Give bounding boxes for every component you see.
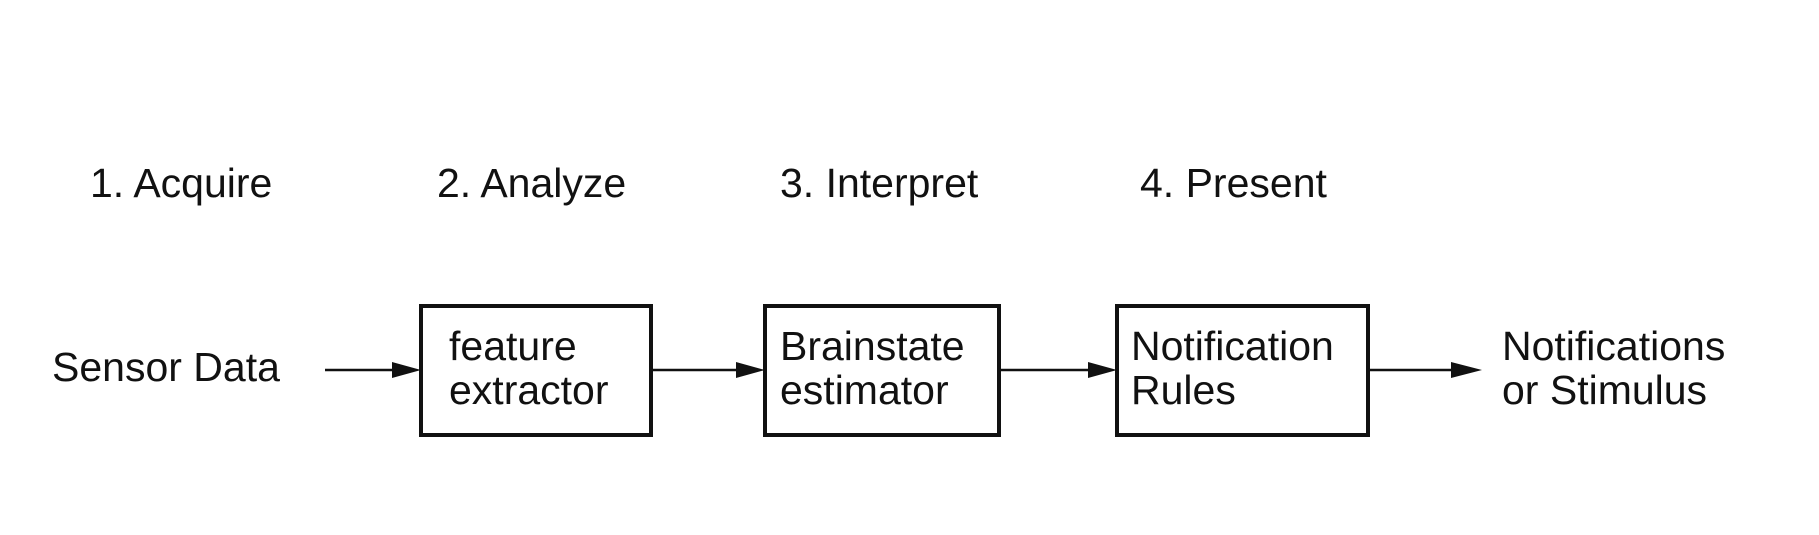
arrow-sensor-to-feature xyxy=(325,362,421,378)
stage-label-present: 4. Present xyxy=(1140,160,1327,206)
arrow-notification-to-output xyxy=(1368,362,1482,378)
notification-rules-box: Notification Rules xyxy=(1117,306,1368,435)
arrow-brainstate-to-notification xyxy=(999,362,1117,378)
stage-label-analyze: 2. Analyze xyxy=(437,160,626,206)
output-label-line-1: Notifications xyxy=(1502,323,1725,369)
feature-extractor-line-2: extractor xyxy=(449,367,609,413)
stage-label-acquire: 1. Acquire xyxy=(90,160,272,206)
feature-extractor-line-1: feature xyxy=(449,323,577,369)
arrow-feature-to-brainstate xyxy=(651,362,765,378)
brainstate-estimator-line-2: estimator xyxy=(780,367,949,413)
output-label-line-2: or Stimulus xyxy=(1502,367,1707,413)
sensor-data-label: Sensor Data xyxy=(52,344,280,390)
feature-extractor-box: feature extractor xyxy=(421,306,651,435)
brainstate-estimator-box: Brainstate estimator xyxy=(765,306,999,435)
stage-label-interpret: 3. Interpret xyxy=(780,160,979,206)
notification-rules-line-1: Notification xyxy=(1131,323,1334,369)
notification-rules-line-2: Rules xyxy=(1131,367,1236,413)
brainstate-estimator-line-1: Brainstate xyxy=(780,323,965,369)
